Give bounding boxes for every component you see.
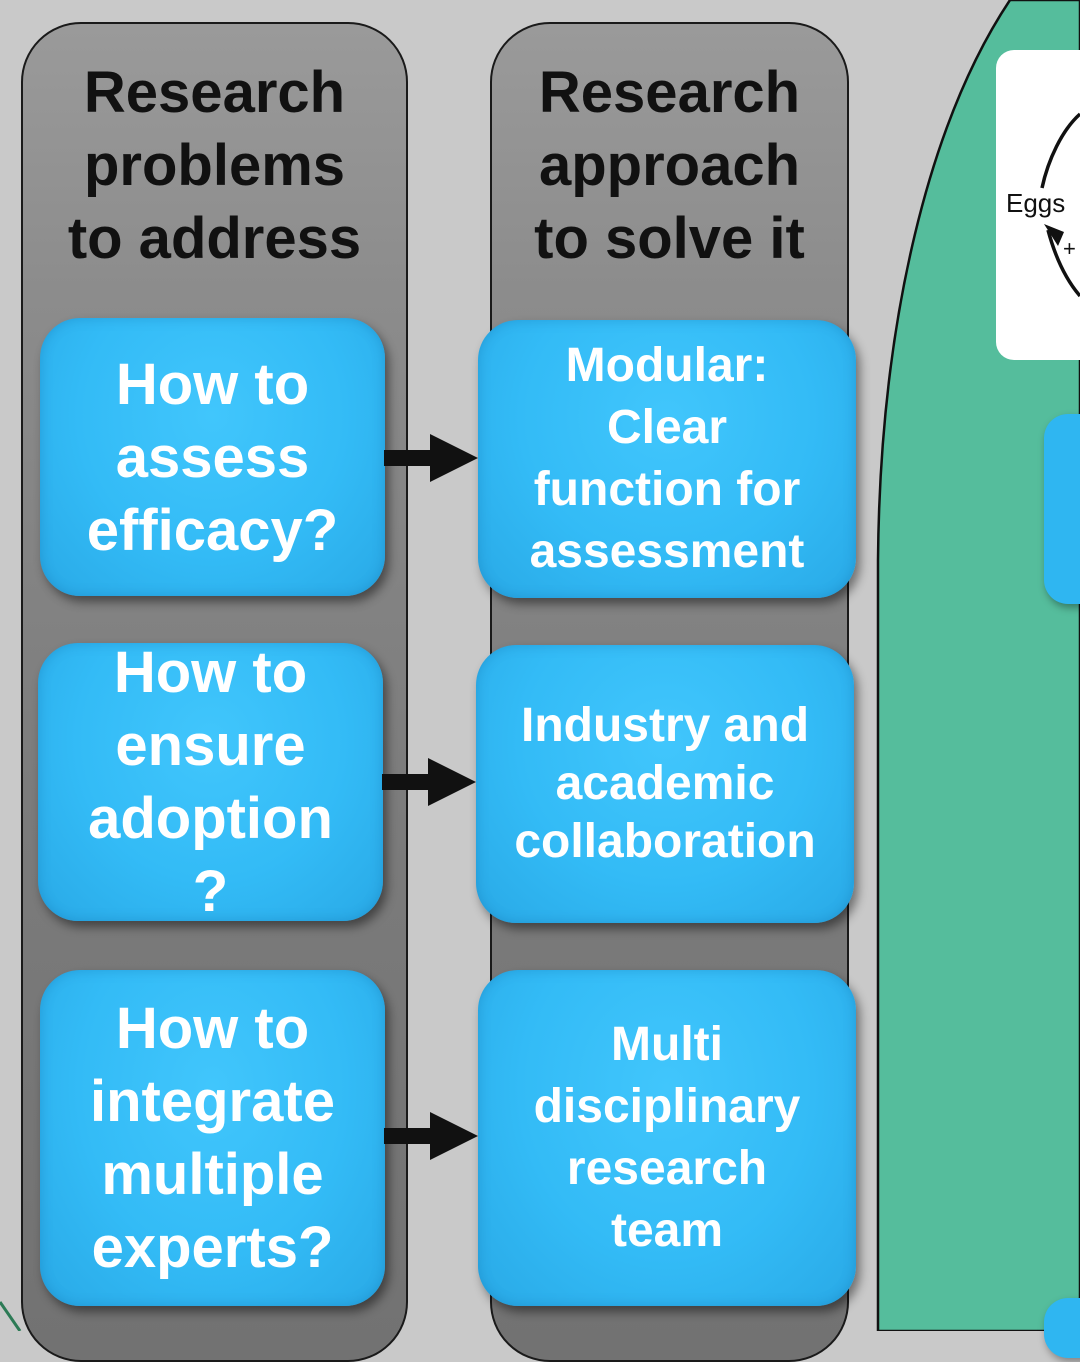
card-line: academic bbox=[555, 757, 775, 810]
card-line: assess bbox=[115, 424, 310, 490]
approach-card-modular: Modular: Clear function for assessment bbox=[478, 320, 856, 598]
card-line: ensure bbox=[115, 713, 306, 778]
problem-card-efficacy: How to assess efficacy? bbox=[40, 318, 385, 596]
approach-card-team: Multi disciplinary research team bbox=[478, 970, 856, 1306]
card-line: Clear bbox=[606, 401, 728, 454]
card-line: assessment bbox=[529, 525, 805, 578]
card-line: integrate bbox=[90, 1069, 335, 1134]
approach-header-line: to solve it bbox=[534, 206, 805, 271]
plus-symbol: + bbox=[1063, 236, 1076, 261]
card-line: experts? bbox=[91, 1215, 334, 1280]
lifecycle-diagram-panel bbox=[996, 50, 1080, 360]
approach-header-line: approach bbox=[538, 133, 801, 198]
problems-header: Research problems to address bbox=[23, 56, 406, 275]
eggs-label: Eggs bbox=[1006, 188, 1066, 218]
arrow-right-icon bbox=[384, 434, 478, 482]
card-line: How to bbox=[115, 996, 310, 1061]
card-line: adoption bbox=[88, 786, 333, 851]
problem-card-integrate: How to integrate multiple experts? bbox=[40, 970, 385, 1306]
card-line: multiple bbox=[101, 1142, 324, 1207]
problems-header-line: problems bbox=[83, 133, 346, 198]
card-line: Multi bbox=[611, 1018, 723, 1071]
card-line: collaboration bbox=[514, 815, 816, 868]
card-line: Industry and bbox=[520, 699, 810, 752]
card-line: How to bbox=[115, 351, 310, 417]
card-line: team bbox=[610, 1204, 724, 1257]
approach-card-collaboration: Industry and academic collaboration bbox=[476, 645, 854, 923]
problems-header-line: Research bbox=[83, 60, 346, 125]
partial-card-2 bbox=[1044, 1298, 1080, 1358]
problems-header-line: to address bbox=[67, 206, 362, 271]
lifecycle-cycle-arrows bbox=[1040, 112, 1080, 298]
card-line: Modular: bbox=[565, 339, 769, 392]
partial-card-1 bbox=[1044, 414, 1080, 604]
card-line: disciplinary bbox=[533, 1080, 801, 1133]
approach-header-line: Research bbox=[538, 60, 801, 125]
card-line: function for bbox=[533, 463, 801, 516]
approach-header: Research approach to solve it bbox=[492, 56, 847, 275]
card-line: research bbox=[566, 1142, 768, 1195]
arrow-right-icon bbox=[384, 1112, 478, 1160]
card-line: ? bbox=[192, 859, 229, 924]
card-line: efficacy? bbox=[86, 497, 339, 563]
card-line: How to bbox=[113, 640, 308, 705]
arrow-right-icon bbox=[382, 758, 476, 806]
problem-card-adoption: How to ensure adoption ? bbox=[38, 640, 383, 924]
